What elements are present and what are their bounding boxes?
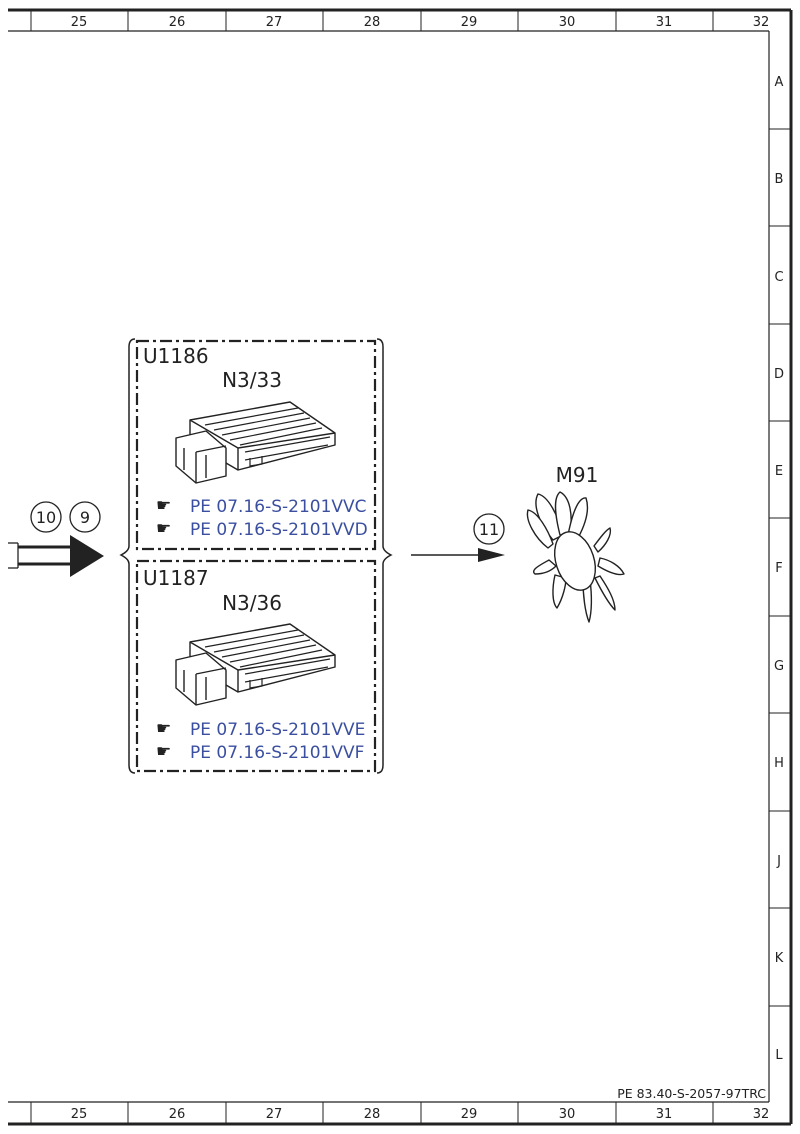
- col-label: 28: [364, 1107, 381, 1122]
- document-id: PE 83.40-S-2057-97TRC: [617, 1086, 766, 1101]
- row-label: E: [775, 464, 783, 479]
- col-label: 27: [266, 1107, 283, 1122]
- output-signal-arrow: [411, 548, 505, 562]
- reference-link-text[interactable]: PE 07.16-S-2101VVE: [190, 720, 365, 740]
- pointing-hand-icon: ☛: [156, 742, 171, 762]
- unit-box-u1186: U1186 N3/33 ☛ P: [135, 339, 377, 551]
- pointing-hand-icon: ☛: [156, 719, 171, 739]
- control-unit-icon: [175, 401, 336, 484]
- control-unit-icon: [175, 623, 336, 706]
- reference-link-vvc[interactable]: ☛ PE 07.16-S-2101VVC: [156, 496, 367, 517]
- col-label: 29: [461, 1107, 478, 1122]
- unit-box-u1187: U1187 N3/36 ☛ P: [135, 559, 377, 773]
- svg-text:10: 10: [36, 508, 56, 527]
- col-label: 32: [753, 1107, 770, 1122]
- col-label: 29: [461, 15, 478, 30]
- col-label: 25: [71, 1107, 88, 1122]
- row-label: B: [775, 172, 784, 187]
- svg-text:11: 11: [479, 520, 499, 539]
- row-label: D: [774, 367, 784, 382]
- unit-id-label: U1187: [143, 566, 209, 590]
- row-label: L: [775, 1048, 783, 1063]
- col-label: 27: [266, 15, 283, 30]
- col-label: 32: [753, 15, 770, 30]
- ref-circle-9: 9: [69, 501, 101, 533]
- col-label: 31: [656, 1107, 673, 1122]
- row-label: A: [775, 75, 784, 90]
- component-label: N3/36: [222, 591, 282, 615]
- input-bus-arrow: [8, 535, 104, 577]
- row-labels: A B C D E F G H J K L: [774, 75, 784, 1063]
- row-label: F: [775, 561, 782, 576]
- pointing-hand-icon: ☛: [156, 496, 171, 516]
- fan-label: M91: [556, 463, 599, 487]
- row-label: J: [776, 854, 781, 869]
- drawing-frame: [8, 8, 793, 1126]
- reference-link-text[interactable]: PE 07.16-S-2101VVF: [190, 743, 364, 763]
- column-labels-top: 25 26 27 28 29 30 31 32: [71, 15, 770, 30]
- reference-link-vvf[interactable]: ☛ PE 07.16-S-2101VVF: [156, 742, 364, 763]
- row-label: C: [774, 270, 783, 285]
- col-label: 28: [364, 15, 381, 30]
- reference-link-text[interactable]: PE 07.16-S-2101VVC: [190, 497, 367, 517]
- row-label: H: [774, 756, 784, 771]
- component-label: N3/33: [222, 368, 282, 392]
- reference-link-text[interactable]: PE 07.16-S-2101VVD: [190, 520, 368, 540]
- unit-id-label: U1186: [143, 344, 209, 368]
- svg-text:9: 9: [80, 508, 90, 527]
- reference-link-vve[interactable]: ☛ PE 07.16-S-2101VVE: [156, 719, 365, 740]
- row-label: G: [774, 659, 784, 674]
- col-label: 26: [169, 15, 186, 30]
- ref-circle-11: 11: [473, 513, 505, 545]
- unit-group-brace: [119, 338, 393, 774]
- row-label: K: [775, 951, 784, 966]
- col-label: 26: [169, 1107, 186, 1122]
- ref-circle-10: 10: [30, 501, 62, 533]
- pointing-hand-icon: ☛: [156, 519, 171, 539]
- col-label: 30: [559, 1107, 576, 1122]
- col-label: 30: [559, 15, 576, 30]
- column-labels-bottom: 25 26 27 28 29 30 31 32: [71, 1107, 770, 1122]
- col-label: 25: [71, 15, 88, 30]
- reference-link-vvd[interactable]: ☛ PE 07.16-S-2101VVD: [156, 519, 368, 540]
- col-label: 31: [656, 15, 673, 30]
- fan-icon: [526, 491, 625, 623]
